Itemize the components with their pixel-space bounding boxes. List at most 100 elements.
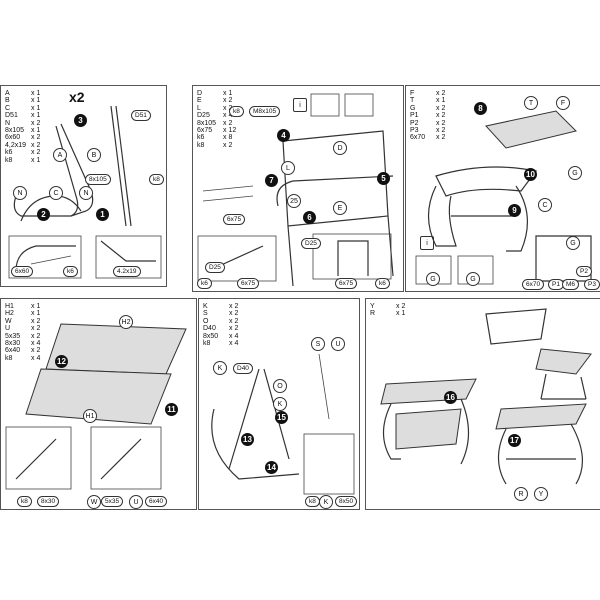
step-15-marker: 15: [275, 411, 288, 424]
part-code: k8: [5, 156, 13, 164]
part-quantity: x 2: [223, 141, 233, 149]
part-code: 8x30: [5, 340, 21, 348]
part-code: 6x40: [5, 347, 21, 355]
part-code: P1: [410, 112, 419, 120]
nut-k6-tag: k6: [63, 266, 78, 277]
part-code: K: [203, 303, 208, 310]
part-quantity: x 2: [223, 97, 233, 105]
canopy-assembly-drawing: [415, 110, 592, 285]
part-code: k8: [197, 141, 205, 149]
part-code: H1: [5, 303, 14, 310]
part-quantity: x 2: [223, 119, 233, 127]
part-code: 5x35: [5, 332, 21, 340]
frame-assembly-drawing: [8, 105, 162, 279]
part-quantity: x 12: [223, 127, 237, 135]
part-quantity: x 1: [31, 104, 41, 112]
part-quantity: x 2: [436, 112, 446, 120]
part-quantity: x 2: [229, 310, 239, 318]
part-quantity: x 1: [396, 310, 406, 318]
part-code: B: [5, 97, 10, 105]
part-code: T: [410, 97, 415, 105]
part-label-d51: D51: [131, 110, 151, 121]
part-code: 8x105: [197, 119, 217, 127]
part-code: 6x60: [5, 134, 21, 142]
screw-8x50-tag: 8x50: [335, 496, 358, 507]
part-code: P3: [410, 127, 419, 135]
part-quantity: x 2: [436, 134, 446, 142]
part-quantity: x 2: [229, 303, 239, 310]
part-quantity: x 2: [436, 90, 446, 97]
part-label-e: E: [333, 201, 347, 215]
part-quantity: x 2: [396, 303, 406, 310]
part-label-d25-b: D25: [205, 262, 225, 273]
part-quantity: x 8: [223, 134, 233, 142]
part-label-o: O: [273, 379, 287, 393]
part-label-r: R: [514, 487, 528, 501]
part-code: S: [203, 310, 208, 318]
part-code: F: [410, 90, 415, 97]
part-code: k8: [203, 340, 211, 348]
part-label-k-3: K: [319, 495, 333, 509]
part-code: D25: [197, 112, 210, 120]
part-code: W: [5, 317, 12, 325]
step-3-marker: 3: [74, 114, 87, 127]
step-2-marker: 2: [37, 208, 50, 221]
part-label-u: U: [129, 495, 143, 509]
part-quantity: x 1: [31, 310, 41, 318]
part-code: C: [5, 104, 11, 112]
part-label-c: C: [49, 186, 63, 200]
nut-k8-tag: k8: [229, 106, 244, 117]
part-label-h1: H1: [83, 409, 97, 423]
part-label-c: C: [538, 198, 552, 212]
part-code: A: [5, 90, 10, 97]
part-code: 4,2x19: [5, 141, 27, 149]
part-quantity: x 2: [436, 127, 446, 135]
chain-hanging-drawing: [211, 353, 355, 495]
part-quantity: x 1: [31, 97, 41, 105]
part-code: U: [5, 325, 11, 333]
step-8-marker: 8: [474, 102, 487, 115]
screw-8x105-tag: 8x105: [85, 174, 111, 185]
part-quantity: x 4: [31, 354, 41, 362]
nut-k8-tag: k8: [17, 496, 32, 507]
part-quantity: x 1: [31, 90, 41, 97]
screw-6x40-tag: 6x40: [145, 496, 168, 507]
part-p3-tag: P3: [584, 279, 600, 290]
part-code: 8x105: [5, 127, 25, 135]
part-quantity: x 2: [31, 317, 41, 325]
part-label-s: S: [311, 337, 325, 351]
final-assembly-drawing: [380, 308, 592, 485]
part-code: 6x75: [197, 127, 213, 135]
parts-list-row: k8 x 2: [197, 142, 236, 149]
part-quantity: x 1: [436, 97, 446, 105]
part-label-y: Y: [534, 487, 548, 501]
part-label-k-2: K: [273, 397, 287, 411]
part-code: Y: [370, 303, 375, 310]
